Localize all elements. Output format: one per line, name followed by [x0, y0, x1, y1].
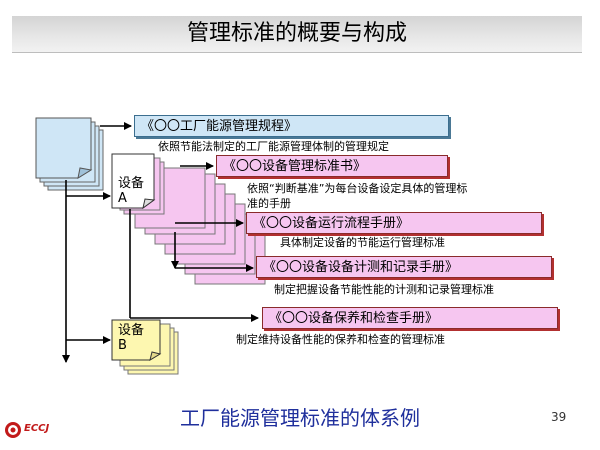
diagram-caption: 工厂能源管理标准的体系例 — [180, 406, 420, 430]
connector-lines — [62, 122, 259, 363]
doc-equipment-standard-desc-1: 依照“判断基准”为每台设备设定具体的管理标 — [247, 182, 468, 195]
doc-operation-manual-desc: 具体制定设备的节能运行管理标准 — [280, 236, 445, 249]
doc-maintenance-manual: 《〇〇设备保养和检查手册》 — [262, 307, 558, 329]
device-a-label: 设备 A — [118, 176, 145, 206]
doc-equipment-standard: 《〇〇设备管理标准书》 — [216, 155, 448, 177]
page-number: 39 — [551, 410, 567, 424]
doc-measurement-manual: 《〇〇设备设备计测和记录手册》 — [256, 256, 552, 278]
yellow-document-stack — [111, 319, 179, 375]
doc-operation-manual: 《〇〇设备运行流程手册》 — [246, 212, 542, 234]
eccj-logo-text: ECCJ — [24, 423, 50, 434]
page-title: 管理标准的概要与构成 — [186, 21, 407, 46]
blue-document-stack — [35, 117, 104, 191]
pink-document-stack — [111, 153, 266, 285]
title-bar: 管理标准的概要与构成 — [12, 16, 582, 53]
doc-measurement-manual-desc: 制定把握设备节能性能的计测和记录管理标准 — [274, 283, 494, 296]
doc-energy-regulation-desc: 依照节能法制定的工厂能源管理体制的管理规定 — [158, 140, 389, 153]
doc-equipment-standard-desc-2: 准的手册 — [247, 197, 291, 210]
device-b-label: 设备 B — [118, 323, 145, 353]
doc-energy-regulation: 《〇〇工厂能源管理规程》 — [134, 115, 449, 137]
doc-maintenance-manual-desc: 制定维持设备性能的保养和检查的管理标准 — [236, 333, 445, 346]
eccj-logo-icon — [5, 422, 21, 438]
